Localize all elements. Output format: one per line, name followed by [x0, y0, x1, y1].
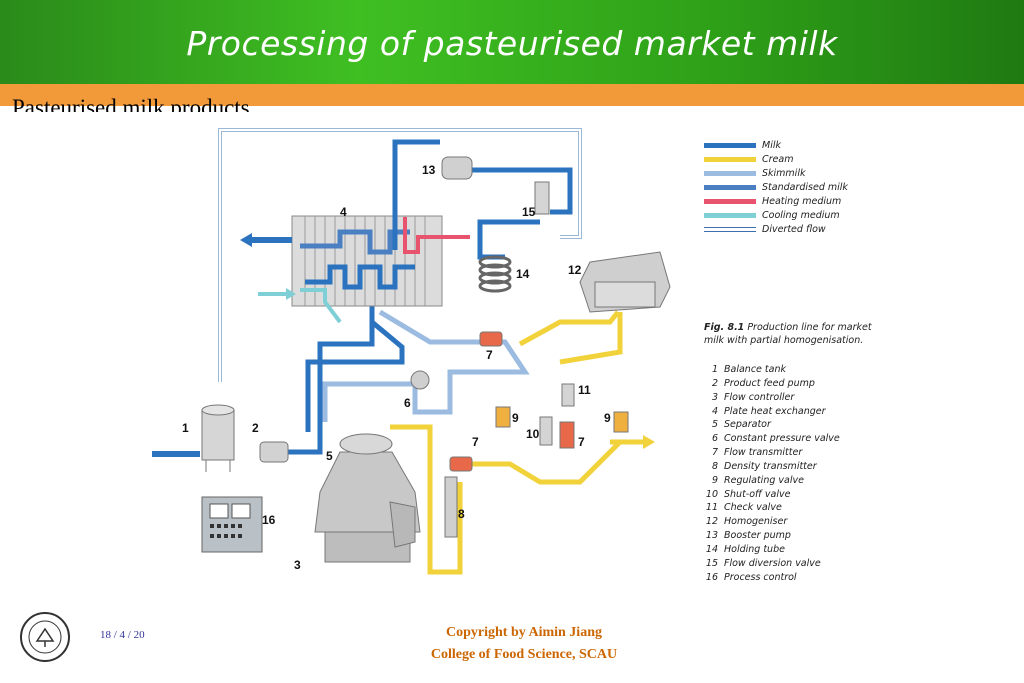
legend-label: Diverted flow: [762, 223, 826, 235]
label-7b: 7: [472, 435, 479, 449]
legend-milk: Milk: [704, 138, 848, 152]
legend-label: Heating medium: [762, 195, 842, 207]
label-8: 8: [458, 507, 465, 521]
accent-bar: [0, 84, 1024, 106]
university-seal-icon: [20, 612, 70, 662]
copyright-line: Copyright by Aimin Jiang: [446, 625, 602, 640]
legend-swatch: [704, 142, 756, 148]
regulating-valve-right: [613, 411, 629, 433]
label-3: 3: [294, 558, 301, 572]
label-4: 4: [340, 205, 347, 219]
flow-diversion-valve: [534, 181, 550, 215]
label-15: 15: [522, 205, 536, 219]
cream-to-homogeniser: [518, 310, 620, 347]
legend-cream: Cream: [704, 152, 848, 166]
label-2: 2: [252, 421, 259, 435]
label-10: 10: [526, 427, 540, 441]
cream-line: [390, 424, 463, 575]
label-7a: 7: [486, 348, 493, 362]
density-transmitter: [444, 476, 458, 538]
label-11: 11: [578, 383, 591, 397]
flow-transmitter-right: [559, 421, 575, 449]
homogeniser: [579, 251, 671, 313]
label-14: 14: [516, 267, 530, 281]
legend-swatch: [704, 184, 756, 190]
regulating-valve-left: [495, 406, 511, 428]
slide-title: Processing of pasteurised market milk: [186, 24, 838, 63]
label-6: 6: [404, 396, 411, 410]
holding-tube: [478, 255, 512, 293]
legend-swatch: [704, 170, 756, 176]
legend-label: Skimmilk: [762, 167, 806, 179]
slide-subtitle: Pasteurised milk products: [12, 95, 250, 112]
legend-swatch: [704, 226, 756, 232]
booster-pump: [441, 156, 473, 180]
flow-transmitter-top: [479, 331, 503, 347]
figure-number: Fig. 8.1: [704, 322, 745, 333]
feed-pump: [259, 441, 289, 463]
legend-heating-medium: Heating medium: [704, 194, 848, 208]
separator: [314, 433, 421, 563]
balance-tank: [201, 404, 235, 472]
constant-pressure-valve: [410, 370, 430, 390]
legend-swatch: [704, 212, 756, 218]
process-control-panel: [201, 496, 263, 553]
check-valve: [561, 383, 575, 407]
label-9b: 9: [604, 411, 611, 425]
label-12: 12: [568, 263, 582, 277]
legend-label: Cooling medium: [762, 209, 840, 221]
title-banner: Processing of pasteurised market milk: [0, 0, 1024, 84]
label-1: 1: [182, 421, 189, 435]
copyright: Copyright by Aimin Jiang College of Food…: [374, 622, 674, 666]
legend-label: Milk: [762, 139, 781, 151]
label-5: 5: [326, 449, 333, 463]
top-circuit: [392, 139, 440, 250]
legend-swatch: [704, 156, 756, 162]
figure-caption: Fig. 8.1 Production line for market milk…: [704, 321, 874, 347]
label-13: 13: [422, 163, 436, 177]
skimmilk-loop: [322, 309, 530, 422]
label-16: 16: [262, 513, 276, 527]
legend-swatch: [704, 198, 756, 204]
copyright-line: College of Food Science, SCAU: [430, 647, 618, 662]
legend-skimmilk: Skimmilk: [704, 166, 848, 180]
legend-diverted-flow: Diverted flow: [704, 222, 848, 236]
shut-off-valve: [539, 416, 553, 446]
legend-label: Standardised milk: [762, 181, 848, 193]
flow-legend: Milk Cream Skimmilk Standardised milk He…: [704, 138, 848, 236]
figure-caption-text: Production line for market milk with par…: [704, 322, 872, 346]
legend-cooling-medium: Cooling medium: [704, 208, 848, 222]
milk-to-separator: [305, 320, 405, 432]
footer-date: 18 / 4 / 20: [100, 629, 145, 641]
process-diagram: 1 2 3 4 5 6 7 7 7 8 9 9 10 11 12 13 14 1…: [152, 128, 671, 575]
flow-transmitter-mid: [449, 456, 473, 472]
legend-standardised-milk: Standardised milk: [704, 180, 848, 194]
label-7c: 7: [578, 435, 585, 449]
plate-heat-exchanger: [291, 215, 470, 324]
legend-label: Cream: [762, 153, 794, 165]
label-9a: 9: [512, 411, 519, 425]
